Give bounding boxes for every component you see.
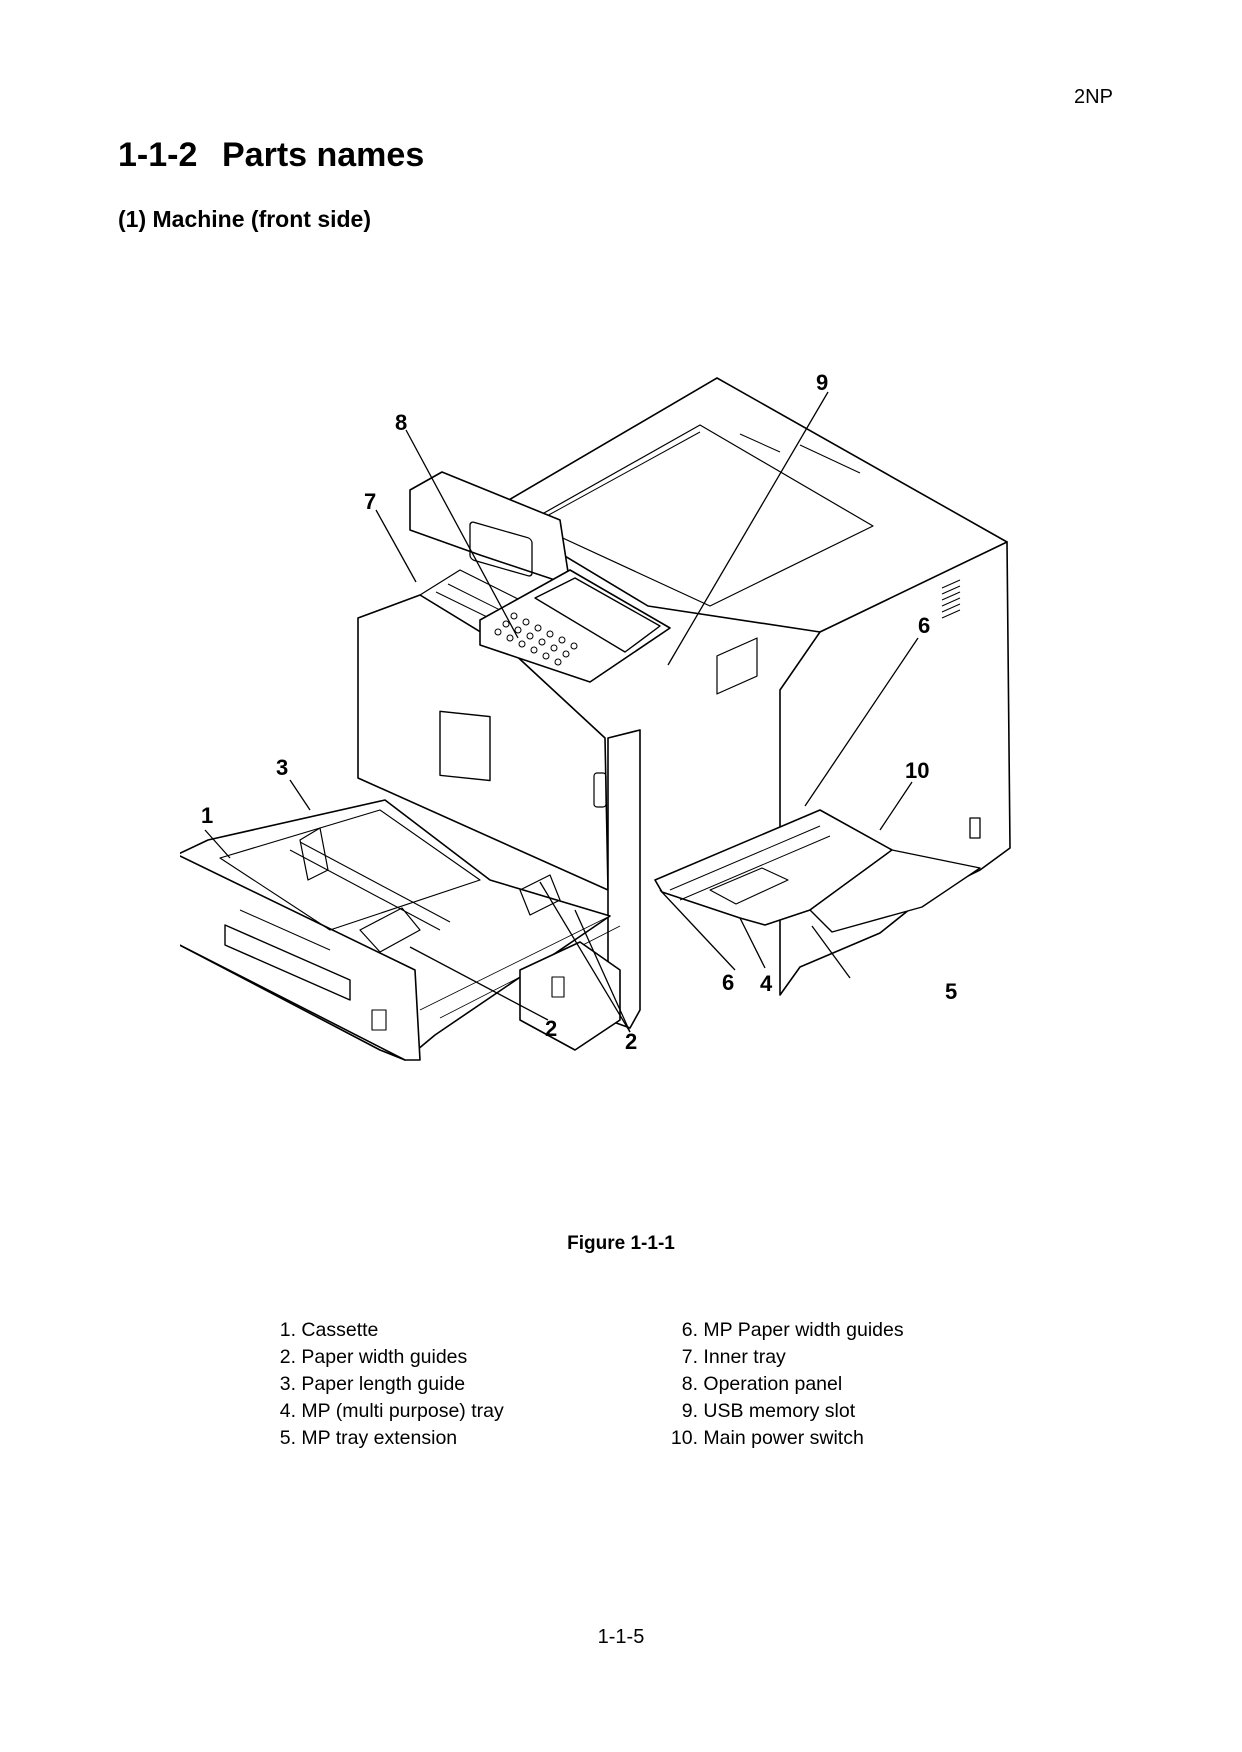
legend-label: MP tray extension — [301, 1427, 458, 1449]
callout-2-front: 2 — [545, 1016, 557, 1041]
legend-label: Inner tray — [703, 1346, 786, 1368]
legend-label: MP Paper width guides — [703, 1319, 904, 1341]
legend-label: MP (multi purpose) tray — [301, 1400, 504, 1422]
legend-item: 6. MP Paper width guides — [662, 1317, 904, 1344]
legend-item: 10. Main power switch — [662, 1425, 904, 1452]
legend-item: 5. MP tray extension — [275, 1425, 504, 1452]
legend-number: 2. — [279, 1346, 296, 1368]
callout-2-rear: 2 — [625, 1029, 637, 1054]
legend-number: 9. — [681, 1400, 698, 1422]
machine-line-drawing: 1 2 2 3 4 5 6 6 7 8 9 10 — [180, 370, 1011, 1061]
page-number: 1-1-5 — [597, 1626, 645, 1648]
callout-7: 7 — [364, 489, 376, 514]
section-number: 1-1-2 — [118, 136, 198, 174]
touch-screen — [534, 577, 661, 653]
legend-item: 4. MP (multi purpose) tray — [275, 1398, 504, 1425]
legend-label: Paper length guide — [301, 1373, 466, 1395]
paper-length-guide — [299, 827, 329, 881]
document-code: 2NP — [1074, 86, 1113, 108]
parts-legend-right: 6. MP Paper width guides 7. Inner tray 8… — [662, 1317, 904, 1452]
callout-6-lower: 6 — [722, 970, 734, 995]
legend-number: 8. — [681, 1373, 698, 1395]
operation-panel — [479, 569, 671, 683]
cassette-handle — [224, 924, 351, 1001]
legend-number: 1. — [279, 1319, 296, 1341]
legend-number: 7. — [681, 1346, 698, 1368]
legend-item: 2. Paper width guides — [275, 1344, 504, 1371]
figure-caption: Figure 1-1-1 — [567, 1233, 675, 1254]
callout-3: 3 — [276, 755, 288, 780]
callout-4: 4 — [760, 971, 773, 996]
legend-item: 8. Operation panel — [662, 1371, 904, 1398]
legend-number: 5. — [279, 1427, 296, 1449]
main-power-switch — [969, 817, 981, 839]
section-title-text: Parts names — [222, 136, 425, 174]
legend-label: Main power switch — [703, 1427, 864, 1449]
callout-1: 1 — [201, 803, 213, 828]
legend-item: 7. Inner tray — [662, 1344, 904, 1371]
legend-label: Operation panel — [703, 1373, 843, 1395]
callout-6-upper: 6 — [918, 613, 930, 638]
panel-keys — [494, 612, 578, 666]
callout-9: 9 — [816, 370, 828, 395]
front-cover — [357, 594, 609, 891]
legend-item: 9. USB memory slot — [662, 1398, 904, 1425]
leader-lines — [204, 391, 919, 1033]
paper-width-guide-front — [359, 907, 421, 953]
legend-number: 3. — [279, 1373, 296, 1395]
legend-label: Paper width guides — [301, 1346, 468, 1368]
machine-front-figure: 1 2 2 3 4 5 6 6 7 8 9 10 — [180, 370, 1040, 1200]
legend-label: USB memory slot — [703, 1400, 856, 1422]
subsection-title: (1) Machine (front side) — [118, 206, 372, 232]
mp-tray — [654, 809, 893, 926]
callout-10: 10 — [905, 758, 929, 783]
legend-number: 6. — [681, 1319, 698, 1341]
legend-number: 10. — [670, 1427, 698, 1449]
platen-glass — [527, 424, 874, 607]
lower-cassette — [519, 941, 621, 1051]
legend-label: Cassette — [301, 1319, 379, 1341]
mp-tray-extension — [809, 849, 981, 933]
legend-item: 1. Cassette — [275, 1317, 504, 1344]
callout-8: 8 — [395, 410, 407, 435]
callout-5: 5 — [945, 979, 957, 1004]
parts-legend-left: 1. Cassette 2. Paper width guides 3. Pap… — [275, 1317, 504, 1452]
section-title: 1-1-2 Parts names — [118, 136, 424, 175]
legend-item: 3. Paper length guide — [275, 1371, 504, 1398]
paper-width-guide-rear — [519, 874, 561, 916]
legend-number: 4. — [279, 1400, 296, 1422]
